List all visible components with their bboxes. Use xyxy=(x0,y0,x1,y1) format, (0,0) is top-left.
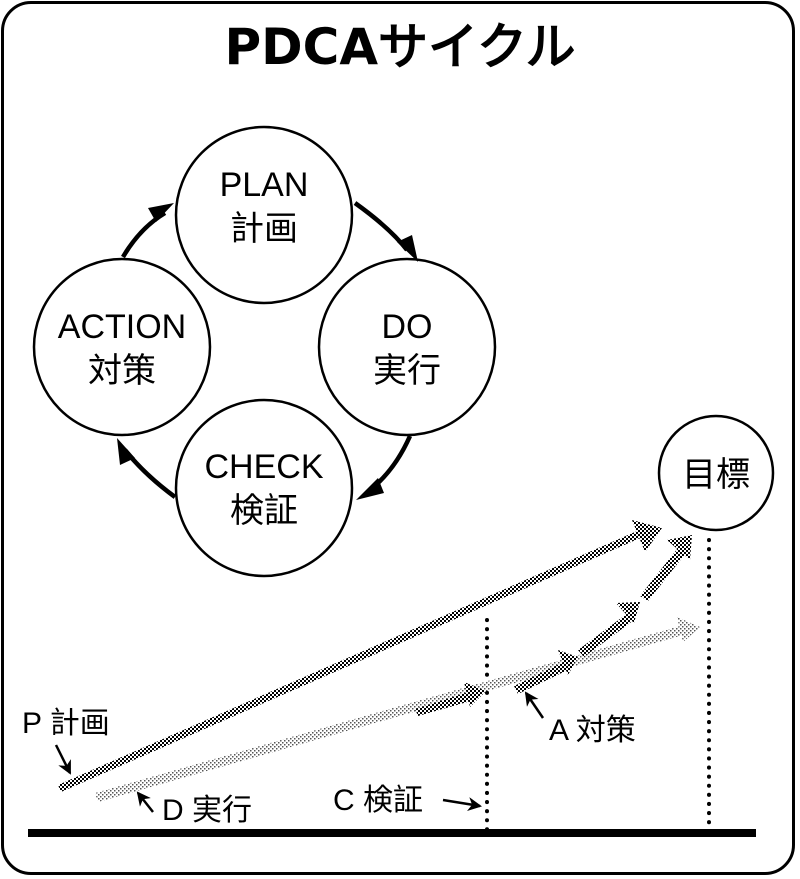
baseline xyxy=(28,829,756,837)
plan-arrow xyxy=(58,520,662,792)
node-en-label: ACTION xyxy=(58,308,186,346)
goal-label: 目標 xyxy=(682,456,750,494)
node-en-label: CHECK xyxy=(204,448,323,486)
node-ja-label: 対策 xyxy=(88,352,156,390)
arrowhead-icon xyxy=(356,478,384,500)
node-ja-label: 実行 xyxy=(373,352,441,390)
goal-node: 目標 xyxy=(657,414,775,532)
cycle-arrow-action-to-plan xyxy=(121,211,167,259)
arrowhead-icon xyxy=(117,438,135,465)
node-en-label: DO xyxy=(382,308,433,346)
arrowhead-icon xyxy=(397,235,418,262)
node-ja-label: 計画 xyxy=(230,210,298,248)
cycle-node-plan: PLAN 計画 xyxy=(174,125,354,305)
plan-annotation: P 計画 xyxy=(22,707,110,740)
cycle-node-action: ACTION 対策 xyxy=(32,257,212,437)
page-title: PDCAサイクル xyxy=(224,18,575,76)
node-en-label: PLAN xyxy=(220,166,309,204)
check-annotation: C 検証 xyxy=(333,784,423,817)
action-annotation: A 対策 xyxy=(549,714,636,747)
action-pointer-arrow xyxy=(524,691,545,719)
node-ja-label: 検証 xyxy=(230,492,298,530)
do-actual-arrow xyxy=(415,682,486,716)
do-pointer-arrow xyxy=(136,791,154,813)
arrowhead-icon xyxy=(148,203,174,222)
check-pointer-arrow xyxy=(442,797,482,811)
cycle-node-do: DO 実行 xyxy=(317,257,497,437)
plan-pointer-arrow xyxy=(54,744,72,775)
do-arrow xyxy=(95,617,700,802)
do-annotation: D 実行 xyxy=(162,794,252,827)
action-arrow xyxy=(514,535,692,694)
cycle-node-check: CHECK 検証 xyxy=(174,398,354,578)
